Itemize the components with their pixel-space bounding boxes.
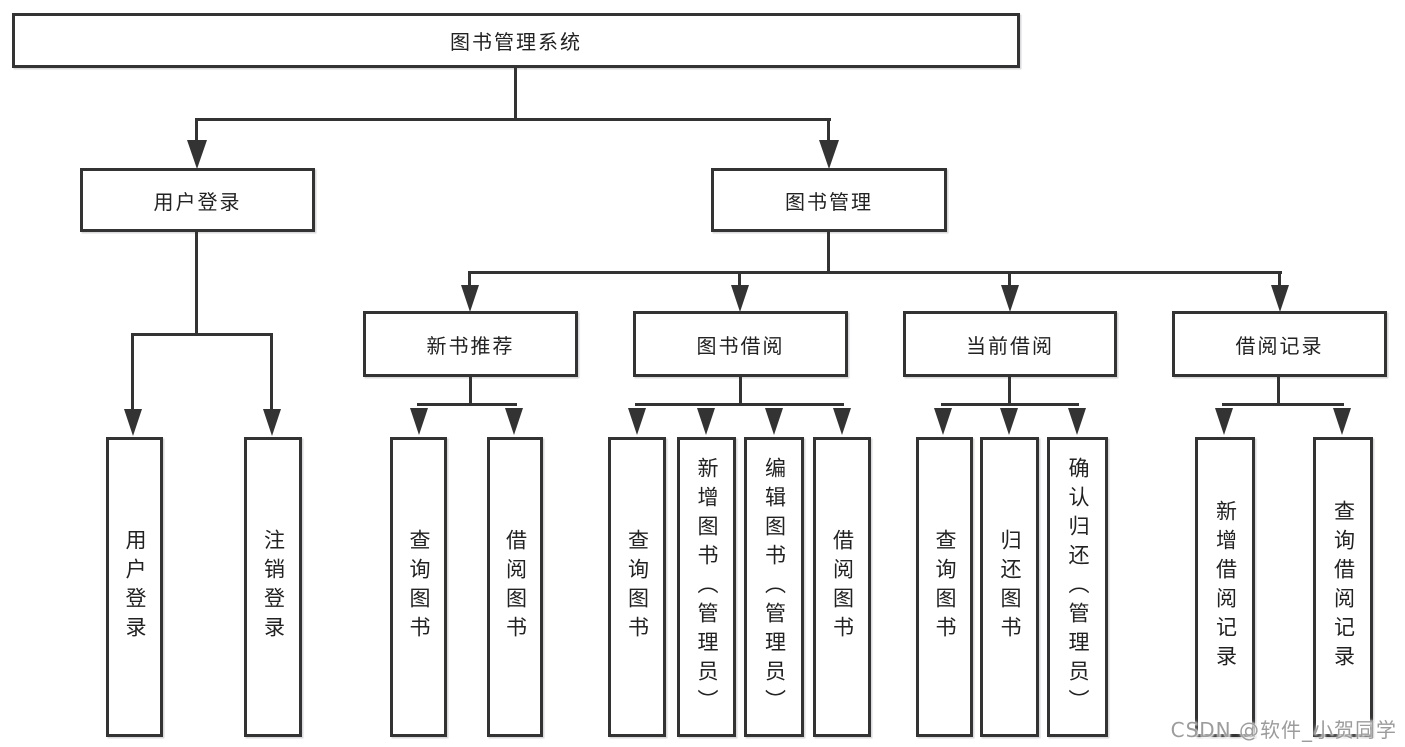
leaf-user-login: 用户登录 [106,437,163,737]
leaf-add-book-admin: 新增图书（管理员） [677,437,736,737]
connector-line [1008,271,1011,289]
leaf-add-borrow-record: 新增借阅记录 [1195,437,1255,737]
leaf-query-books-newbooks: 查询图书 [390,437,447,737]
connector-line [941,403,1079,406]
leaf-query-books-current: 查询图书 [916,437,973,737]
arrowhead-down-icon [505,408,523,435]
arrowhead-down-icon [697,408,715,435]
leaf-return-book: 归还图书 [980,437,1039,737]
node-user-login-group: 用户登录 [80,168,315,232]
connector-line [195,118,198,144]
arrowhead-down-icon [833,408,851,435]
arrowhead-down-icon [731,285,749,312]
arrowhead-down-icon [1333,408,1351,435]
arrowhead-down-icon [765,408,783,435]
node-root: 图书管理系统 [12,13,1020,68]
arrowhead-down-icon [263,409,281,436]
leaf-query-borrow-record: 查询借阅记录 [1313,437,1373,737]
connector-line [469,377,472,405]
csdn-watermark: CSDN @软件_小贺同学 [1170,718,1397,742]
connector-line [131,333,273,336]
connector-line [417,403,517,406]
node-book-borrow: 图书借阅 [633,311,848,377]
connector-line [1008,377,1011,405]
arrowhead-down-icon [1068,408,1086,435]
arrowhead-down-icon [934,408,952,435]
arrowhead-down-icon [187,140,207,169]
leaf-logout: 注销登录 [244,437,302,737]
leaf-edit-book-admin: 编辑图书（管理员） [744,437,804,737]
connector-line [131,333,134,410]
arrowhead-down-icon [410,408,428,435]
connector-line [1277,377,1280,405]
connector-line [738,271,741,289]
connector-line [1222,403,1344,406]
node-new-book-recommend: 新书推荐 [363,311,578,377]
arrowhead-down-icon [1215,408,1233,435]
connector-line [468,271,1282,274]
connector-line [195,232,198,336]
arrowhead-down-icon [1001,285,1019,312]
connector-line [635,403,844,406]
connector-line [514,68,517,120]
connector-line [1278,271,1281,289]
leaf-borrow-books-newbooks: 借阅图书 [487,437,543,737]
arrowhead-down-icon [1000,408,1018,435]
node-borrow-records: 借阅记录 [1172,311,1387,377]
leaf-query-books-borrow: 查询图书 [608,437,666,737]
node-current-borrow: 当前借阅 [903,311,1117,377]
arrowhead-down-icon [1271,285,1289,312]
connector-line [739,377,742,405]
connector-line [468,271,471,289]
leaf-borrow-books-borrow: 借阅图书 [813,437,871,737]
leaf-confirm-return-admin: 确认归还（管理员） [1047,437,1108,737]
connector-line [827,232,830,273]
arrowhead-down-icon [628,408,646,435]
connector-line [827,118,830,144]
arrowhead-down-icon [124,409,142,436]
connector-line [270,333,273,410]
arrowhead-down-icon [819,140,839,169]
arrowhead-down-icon [461,285,479,312]
node-book-management: 图书管理 [711,168,947,232]
connector-line [195,118,831,121]
